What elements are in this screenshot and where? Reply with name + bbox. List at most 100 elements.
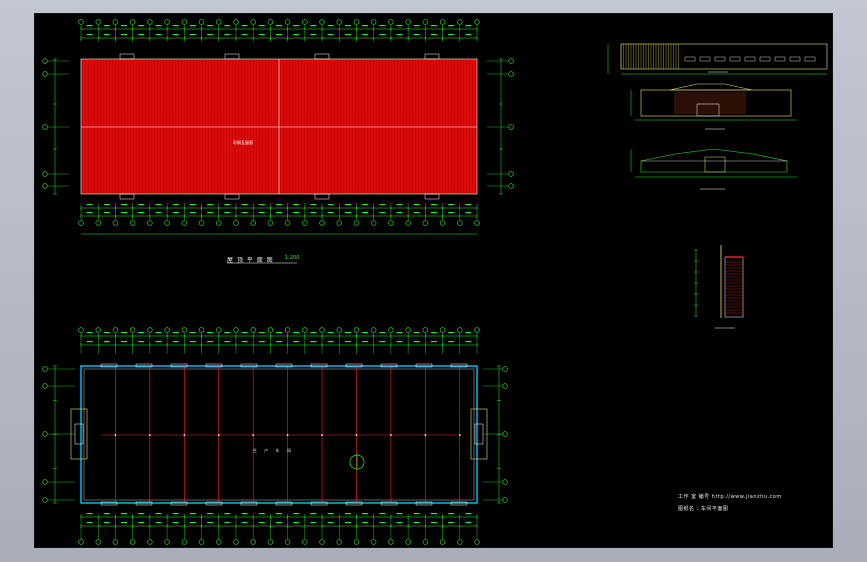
dimension-text-mark [189,25,196,27]
dimension-text-mark [241,522,248,524]
axis-bubble [422,327,429,333]
elevation-2-entrance [696,103,720,117]
dimension-text-mark [224,212,231,214]
column-dot [355,434,358,436]
elevation-1-window [699,56,711,62]
drawing-sheet[interactable]: 彩钢瓦屋面 生 产 车 间 屋 顶 平 面 图 1:200 工作 室 编号 ht… [34,13,833,548]
axis-bubble [181,220,188,226]
window [345,501,363,506]
axis-bubble [319,220,325,226]
axis-bubble [112,220,119,226]
dimension-text-mark [86,332,93,334]
dimension-text-mark [241,513,248,515]
dimension-text-mark [103,25,110,27]
axis-bubble [508,124,514,130]
column-dot [217,434,220,436]
axis-bubble [250,19,256,25]
dimension-text-mark [172,332,179,334]
axis-bubble [302,539,308,545]
wall-section-detail [694,245,744,329]
axis-bubble [42,497,48,503]
axis-bubble [388,327,394,333]
axis-bubble [164,220,170,226]
axis-bubble [353,19,360,25]
dimension-text-mark [121,341,128,343]
dimension-text-mark [86,212,93,214]
dimension-text-mark [241,25,248,27]
window [205,363,223,368]
dimension-text-mark [276,212,282,214]
axis-bubble [147,220,153,226]
dimension-text-mark [362,204,369,206]
dimension-text-mark [189,341,196,343]
floor-left-dims [53,365,57,504]
dimension-text-mark [396,513,403,515]
axis-bubble [233,539,239,545]
dimension-text-mark [86,522,93,524]
dimension-text-mark [138,513,145,515]
dimension-text-mark [258,212,265,214]
dimension-text-mark [310,513,317,515]
dimension-text-mark [413,522,420,524]
dimension-text-mark [86,341,93,343]
axis-bubble [336,220,342,226]
dimension-text-mark [465,332,472,334]
axis-bubble [422,539,429,545]
axis-bubble [95,220,101,226]
dimension-text-mark [86,204,93,206]
dimension-text-mark [430,332,437,334]
elevation-2-outline [640,89,792,117]
axis-bubble [336,19,342,25]
axis-bubble [181,539,188,545]
dimension-text-mark [327,204,334,206]
dimension-text-mark [430,25,437,27]
dimension-text-mark [172,34,179,36]
axis-bubble [250,327,256,333]
axis-bubble [42,183,48,189]
roof-vent [314,193,330,200]
axis-bubble [112,327,119,333]
dimension-text-mark [344,25,351,27]
dimension-text-mark [379,204,386,206]
dimension-text-mark [241,212,248,214]
axis-bubble [405,220,411,226]
roof-right-dims [499,58,503,195]
dimension-text-mark [465,25,472,27]
dimension-text-mark [379,522,386,524]
dimension-text-mark [207,34,214,36]
axis-bubble [198,327,205,333]
axis-bubble [439,220,446,226]
dimension-text-mark [448,204,455,206]
dimension-text-mark [413,341,420,343]
dimension-text-mark [430,204,437,206]
window [275,501,293,506]
axis-bubble [370,539,377,545]
column-dot [390,434,392,436]
dimension-text-mark [86,34,93,36]
dimension-text-mark [362,341,369,343]
dimension-text-mark [310,341,317,343]
roof-plan-label: 彩钢瓦屋面 [233,140,253,145]
dimension-text-mark [396,341,403,343]
roof-plan [42,19,514,264]
axis-bubble [233,327,239,333]
dimension-text-mark [430,341,437,343]
dimension-text-mark [207,204,214,206]
dimension-text-mark [413,204,420,206]
axis-bubble [42,431,48,437]
axis-bubble [216,539,222,545]
dimension-text-mark [327,332,334,334]
dimension-text-mark [276,513,282,515]
dimension-text-mark [155,341,162,343]
dimension-text-mark [207,212,214,214]
interior-wall-line [83,368,475,501]
dimension-text-mark [138,25,145,27]
dimension-text-mark [327,25,334,27]
dimension-text-mark [224,204,231,206]
column-dot [424,434,427,436]
dimension-text-mark [465,34,472,36]
dimension-text-mark [362,212,369,214]
dimension-text-mark [155,212,162,214]
roof-vent [224,193,240,200]
axis-bubble [42,124,48,130]
